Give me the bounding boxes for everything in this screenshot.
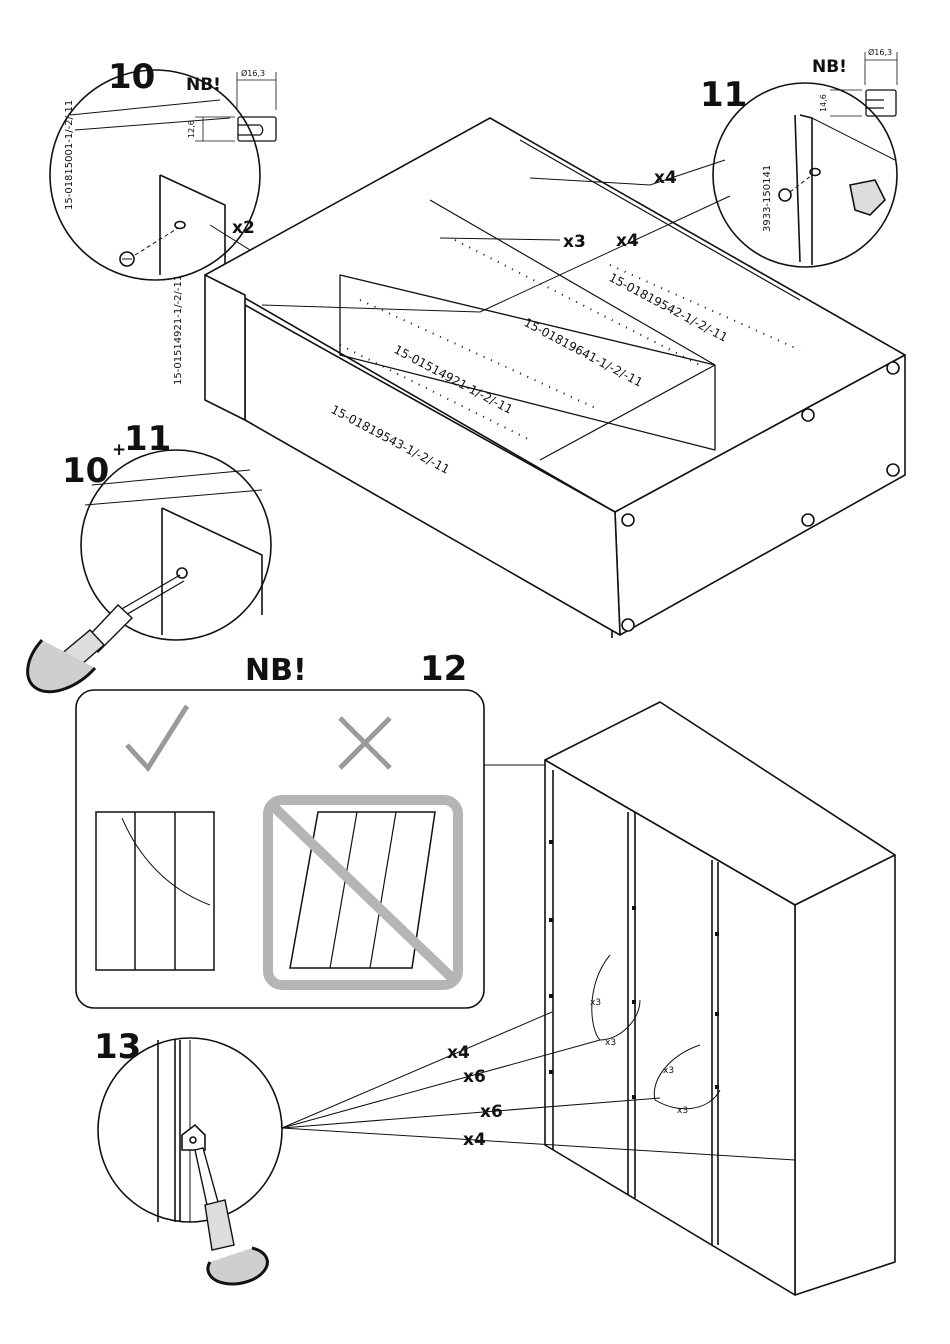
step-10-11-detail <box>81 450 271 640</box>
step-10-nb-note: NB! <box>186 75 221 95</box>
door1-qty-b: x3 <box>605 1038 616 1048</box>
step-12-nb-note: NB! <box>245 653 307 688</box>
step-10-part-top: 15-01815001-1/-2/-11 <box>64 100 75 210</box>
step-13-qty-x6-a: x6 <box>463 1067 486 1087</box>
step-11b-number: 11 <box>124 419 171 459</box>
qty-x4-a: x4 <box>654 168 677 188</box>
step-11-diameter: Ø16,3 <box>868 47 892 57</box>
door2-qty-a: x3 <box>663 1066 674 1076</box>
step-13-detail <box>98 1038 282 1222</box>
step-10-part-side: 15-01514921-1/-2/-11 <box>173 275 184 385</box>
qty-x3: x3 <box>563 232 586 252</box>
step-10-diameter: Ø16,3 <box>241 68 265 78</box>
step-10-height: 12,6 <box>187 120 196 138</box>
step-10-number: 10 <box>108 57 155 97</box>
step-11-number: 11 <box>700 75 747 115</box>
step-12-number: 12 <box>420 649 467 689</box>
step-11-height: 14,6 <box>819 94 828 112</box>
step-11-nb-note: NB! <box>812 57 847 77</box>
qty-x4-b: x4 <box>616 231 639 251</box>
step-13-qty-x4-bottom: x4 <box>463 1130 486 1150</box>
step-10b-number: 10 <box>62 451 109 491</box>
door2-qty-b: x3 <box>677 1106 688 1116</box>
qty-x2: x2 <box>232 218 255 238</box>
screwdriver-icon <box>28 605 132 692</box>
step-13-qty-x4-top: x4 <box>447 1043 470 1063</box>
step-11-part: 3933-150141 <box>762 165 773 232</box>
step-13-qty-x6-b: x6 <box>480 1102 503 1122</box>
door1-qty-a: x3 <box>590 998 601 1008</box>
